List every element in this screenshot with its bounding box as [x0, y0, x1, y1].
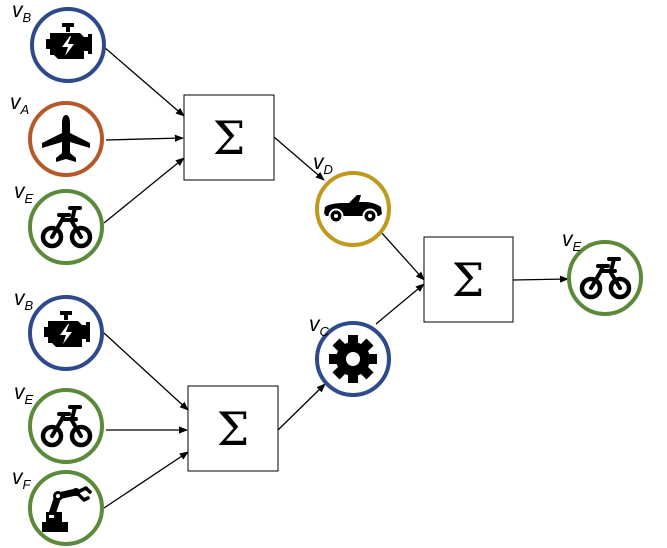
node-c-label: vC — [309, 313, 330, 339]
edge-b2-s3 — [103, 332, 189, 411]
sigma-symbol: Σ — [217, 402, 250, 456]
node-eo — [567, 240, 643, 316]
node-e1-label: vE — [14, 180, 34, 206]
node-f — [28, 470, 104, 546]
edge-s3-c — [277, 383, 326, 431]
edge-b1-s1 — [103, 46, 185, 117]
edge-e1-s1 — [103, 157, 185, 224]
sigma-symbol: Σ — [213, 111, 246, 165]
edge-s1-d — [273, 136, 325, 181]
node-ring — [28, 470, 104, 546]
node-e2-label: vE — [14, 381, 34, 407]
node-ring — [28, 189, 104, 265]
node-a1 — [28, 101, 104, 177]
node-d — [315, 171, 391, 247]
node-b1-label: vB — [12, 0, 32, 25]
node-e1 — [28, 189, 104, 265]
sigma-symbol: Σ — [452, 253, 485, 307]
node-b2-label: vB — [14, 287, 34, 313]
edges — [103, 46, 569, 509]
node-e2 — [28, 388, 104, 464]
node-eo-label: vE — [562, 228, 582, 254]
edge-s2-eo — [512, 275, 569, 283]
sum-node-2: Σ — [423, 236, 514, 323]
node-b2 — [28, 295, 104, 371]
edge-f-s3 — [103, 451, 189, 509]
node-a1-label: vA — [10, 91, 29, 117]
node-d-label: vD — [313, 151, 333, 177]
node-c — [315, 321, 391, 397]
node-b1 — [30, 7, 106, 83]
edge-d-s2 — [380, 231, 425, 281]
sum-node-1: Σ — [183, 94, 275, 181]
node-f-label: vF — [12, 466, 32, 492]
edge-c-s2 — [375, 283, 425, 325]
gear-icon — [329, 335, 377, 383]
node-ring — [28, 388, 104, 464]
edge-a1-s1 — [105, 134, 184, 142]
sum-node-3: Σ — [187, 385, 279, 472]
